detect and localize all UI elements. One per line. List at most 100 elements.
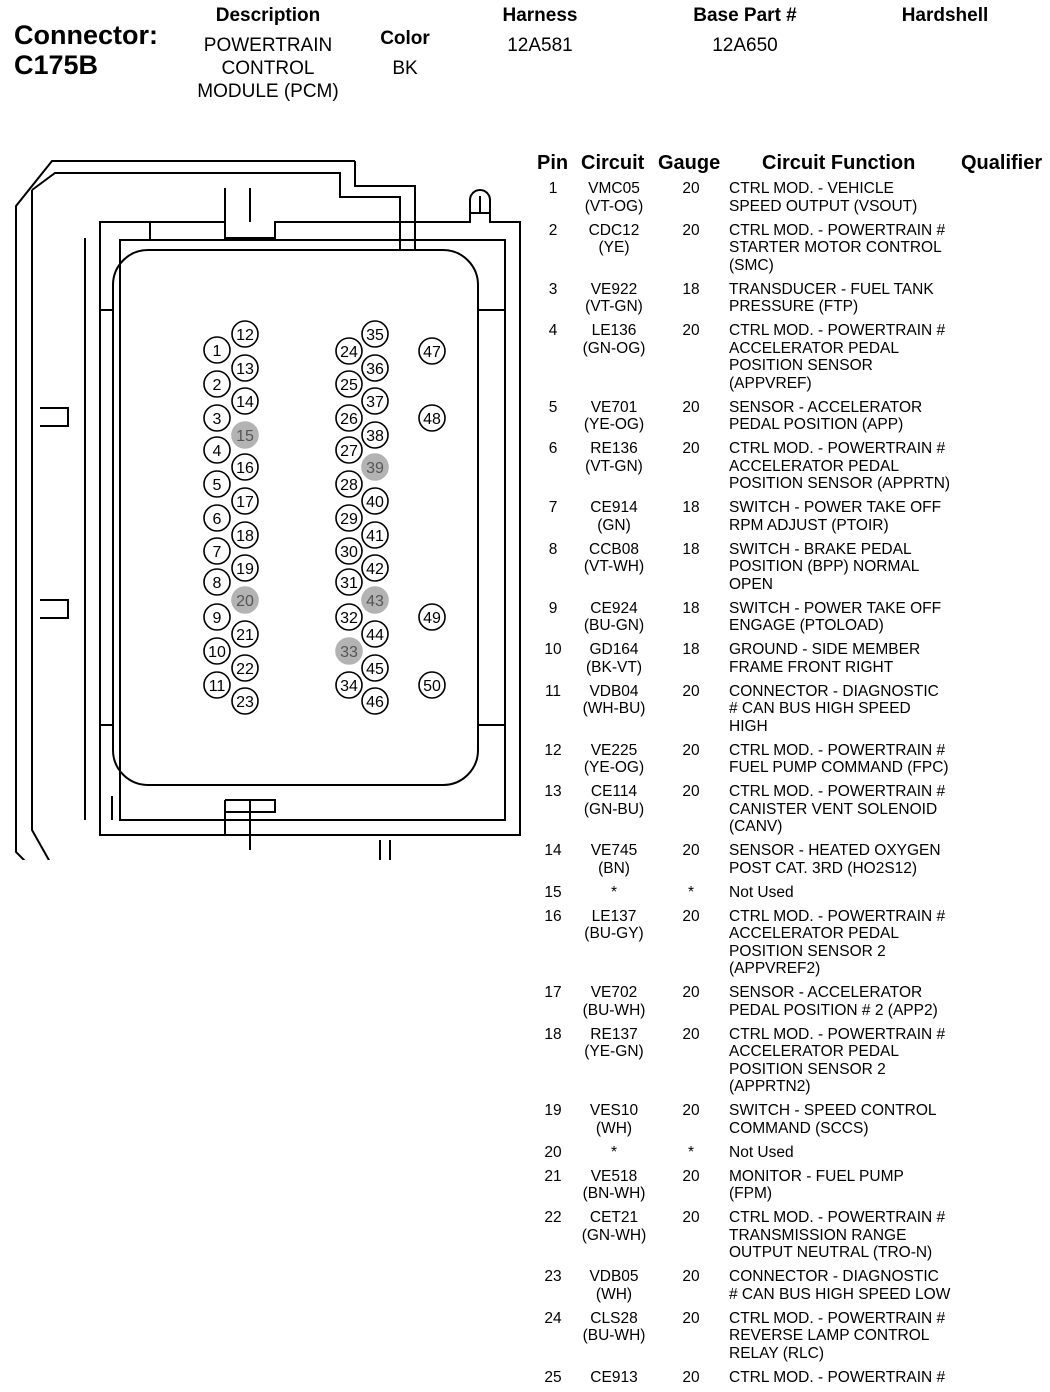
- pin-circle: [231, 320, 259, 348]
- pin-circle: [418, 671, 446, 699]
- pin-label: 43: [366, 593, 384, 610]
- pin-number: 2: [548, 221, 558, 239]
- pin-label: 4: [213, 443, 222, 460]
- circuit-cell: VDB04(WH-BU): [576, 683, 652, 718]
- function-line: RELAY (RLC): [729, 1344, 825, 1362]
- circuit-line: LE137: [591, 907, 637, 925]
- pin-circle: [335, 671, 363, 699]
- pin-label: 35: [366, 327, 384, 344]
- pin-label: 12: [236, 327, 254, 344]
- circuit-function-cell: CTRL MOD. - POWERTRAIN #REVERSE LAMP CON…: [729, 1310, 969, 1363]
- function-line: RPM ADJUST (PTOIR): [729, 516, 889, 534]
- pin-cavity-20: 20: [231, 586, 259, 614]
- pin-number: 7: [548, 499, 558, 516]
- pin-number: 14: [544, 842, 562, 859]
- pin-cavities: 1234567891011121314151617181920212223242…: [203, 320, 446, 715]
- pin-cavity-17: 17: [231, 487, 259, 515]
- pin-label: 34: [340, 678, 358, 695]
- pin-label: 38: [366, 428, 384, 445]
- circuit-cell: CE914(GN): [576, 499, 652, 534]
- circuit-line: (YE): [598, 239, 630, 256]
- pin-number: 18: [544, 1025, 562, 1043]
- pin-number: 3: [548, 280, 558, 298]
- function-line: SENSOR - ACCELERATOR: [729, 984, 923, 1001]
- pin-cavity-21: 21: [231, 620, 259, 648]
- pin-circle: [335, 404, 363, 432]
- pin-label: 1: [213, 343, 222, 360]
- circuit-cell: *: [576, 884, 652, 902]
- function-line: TRANSMISSION RANGE: [729, 1226, 907, 1244]
- function-line: CONNECTOR - DIAGNOSTIC: [729, 682, 939, 700]
- circuit-line: VDB04: [589, 682, 639, 700]
- pin-circle: [418, 603, 446, 631]
- function-line: Not Used: [729, 883, 794, 901]
- pin-label: 44: [366, 627, 384, 644]
- function-line: (APPVREF): [729, 374, 812, 392]
- pin-label: 31: [340, 575, 358, 592]
- function-line: FRAME FRONT RIGHT: [729, 658, 894, 676]
- description-line: POWERTRAIN: [203, 35, 333, 56]
- pin-circle: [231, 521, 259, 549]
- pin-label: 6: [213, 511, 222, 528]
- pin-cavity-44: 44: [361, 620, 389, 648]
- pin-number: 13: [544, 783, 562, 800]
- pin-number: 8: [548, 540, 558, 558]
- pin-cavity-38: 38: [361, 421, 389, 449]
- pin-cavity-9: 9: [203, 603, 231, 631]
- pin-circle: [231, 586, 259, 614]
- gauge-cell: 20: [682, 322, 700, 339]
- pin-cavity-2: 2: [203, 370, 231, 398]
- function-line: CTRL MOD. - POWERTRAIN #: [729, 440, 946, 457]
- pin-cavity-23: 23: [231, 687, 259, 715]
- pin-label: 37: [366, 394, 384, 411]
- circuit-cell: VE922(VT-GN): [576, 281, 652, 316]
- function-line: SENSOR - ACCELERATOR: [729, 398, 923, 416]
- circuit-line: RE137: [590, 1025, 638, 1043]
- pin-circle: [231, 453, 259, 481]
- pin-label: 39: [366, 460, 384, 477]
- circuit-line: (WH): [595, 1119, 633, 1137]
- pin-circle: [231, 421, 259, 449]
- function-line: POSITION SENSOR 2: [729, 1060, 886, 1078]
- function-line: SPEED OUTPUT (VSOUT): [729, 197, 918, 215]
- pin-cavity-33: 33: [335, 637, 363, 665]
- gauge-cell: 20: [682, 907, 700, 925]
- pin-cavity-3: 3: [203, 404, 231, 432]
- gauge-cell: *: [687, 1143, 695, 1161]
- pin-cavity-27: 27: [335, 436, 363, 464]
- pin-circle: [335, 603, 363, 631]
- function-line: Not Used: [729, 1143, 794, 1161]
- col-header-qualifier: Qualifier: [961, 152, 1043, 174]
- circuit-line: (BK-VT): [586, 658, 642, 676]
- circuit-line: CE913: [590, 1368, 638, 1386]
- circuit-cell: RE136(VT-GN): [576, 440, 652, 475]
- circuit-line: (GN): [597, 516, 631, 534]
- function-line: SWITCH - SPEED CONTROL: [729, 1102, 937, 1119]
- function-line: POST CAT. 3RD (HO2S12): [729, 859, 918, 877]
- circuit-line: CLS28: [590, 1309, 638, 1327]
- base-part-value: 12A650: [712, 35, 778, 56]
- pin-label: 42: [366, 561, 384, 578]
- pin-circle: [203, 568, 231, 596]
- circuit-line: (VT-GN): [585, 298, 643, 315]
- pin-circle: [231, 387, 259, 415]
- pin-cavity-30: 30: [335, 537, 363, 565]
- circuit-line: (WH): [595, 1285, 633, 1303]
- circuit-function-cell: CTRL MOD. - POWERTRAIN #ACCELERATOR PEDA…: [729, 322, 969, 392]
- function-line: SENSOR - HEATED OXYGEN: [729, 842, 941, 859]
- circuit-line: (YE-OG): [583, 416, 645, 433]
